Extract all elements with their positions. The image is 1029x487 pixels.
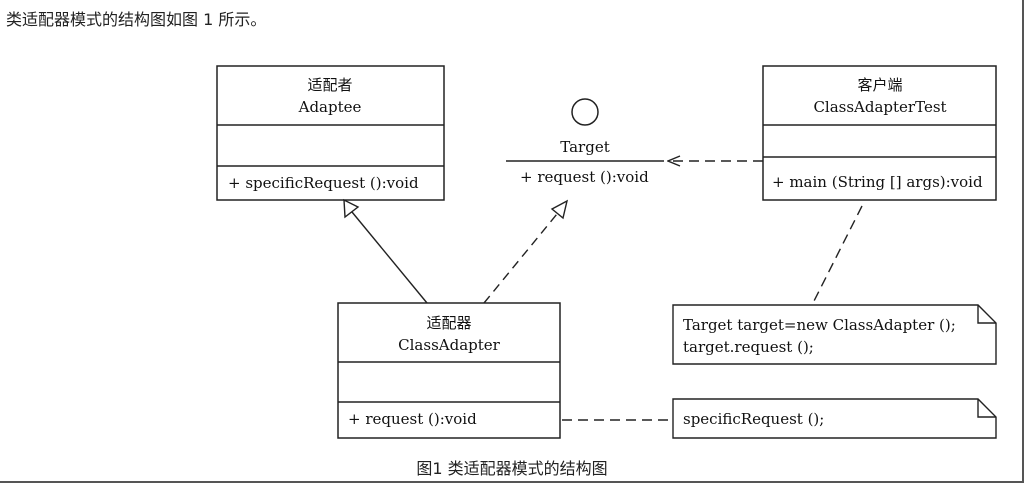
client-note-link: [811, 205, 863, 306]
realization-arrow: [483, 199, 569, 304]
client-name-en: ClassAdapterTest: [813, 98, 946, 116]
client-note-line1: Target target=new ClassAdapter ();: [683, 316, 956, 334]
intro-text: 类适配器模式的结构图如图 1 所示。: [6, 10, 267, 29]
target-interface: Target + request ():void: [506, 98, 664, 186]
adaptee-name-cn: 适配者: [307, 76, 352, 94]
client-note: Target target=new ClassAdapter (); targe…: [672, 304, 997, 365]
client-class: 客户端 ClassAdapterTest + main (String [] a…: [762, 65, 997, 201]
client-method: + main (String [] args):void: [772, 173, 983, 191]
inheritance-arrow: [343, 198, 428, 304]
adapter-name-en: ClassAdapter: [398, 336, 500, 354]
adaptee-name-en: Adaptee: [298, 98, 362, 116]
adapter-name-cn: 适配器: [426, 314, 471, 332]
adaptee-method: + specificRequest ():void: [228, 174, 419, 192]
adapter-note-line1: specificRequest ();: [683, 410, 824, 428]
adaptee-class: 适配者 Adaptee + specificRequest ():void: [216, 65, 445, 201]
target-name: Target: [560, 138, 609, 156]
client-name-cn: 客户端: [857, 76, 902, 94]
figure-caption: 图1 类适配器模式的结构图: [416, 459, 608, 478]
adapter-note: specificRequest ();: [672, 398, 997, 439]
adapter-method: + request ():void: [348, 410, 477, 428]
client-note-line2: target.request ();: [683, 338, 814, 356]
target-method: + request ():void: [520, 168, 649, 186]
adapter-class: 适配器 ClassAdapter + request ():void: [337, 302, 561, 439]
interface-circle-icon: [571, 98, 599, 126]
